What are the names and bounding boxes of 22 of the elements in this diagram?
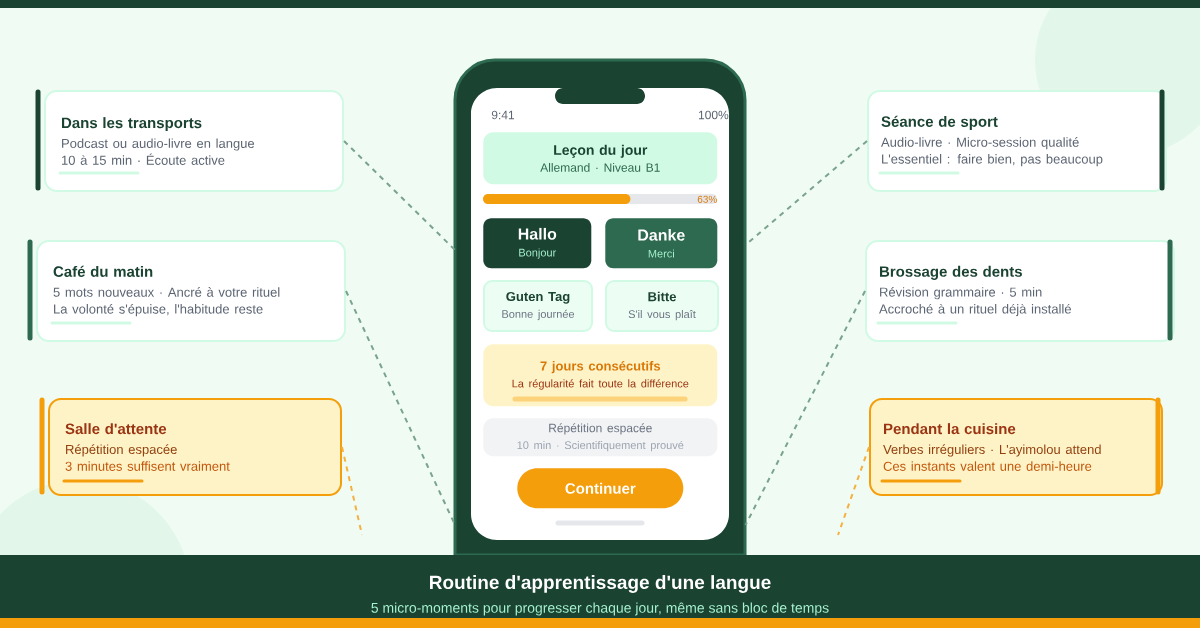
- info-card: Séance de sport Audio-livre · Micro-session qualité L'essentiel : faire bien, pas beaucoup: [867, 89, 1167, 192]
- phrase-card: Hallo Bonjour: [483, 218, 592, 269]
- status-text: 9:41: [491, 110, 515, 120]
- phrase-card: Guten Tag Bonne journée: [483, 280, 593, 332]
- info-card: Café du matin 5 mots nouveaux · Ancré à votre rituel La volonté s'épuise, l'habitude reste: [27, 239, 346, 342]
- connector-line: [744, 290, 866, 526]
- phrase-card: Danke Merci: [605, 218, 718, 269]
- info-card: Répétition espacée 10 min · Scientifiquement prouvé: [483, 418, 718, 457]
- connector-line: [343, 140, 456, 251]
- continue-button: Continuer: [517, 468, 684, 509]
- subtitle: 5 micro-moments pour progresser chaque jour, même sans bloc de temps: [371, 602, 829, 616]
- info-card: Salle d'attente Répétition espacée 3 minutes suffisent vraiment: [39, 397, 342, 496]
- streak-card: 7 jours consécutifs La régularité fait toute la différence: [483, 344, 718, 407]
- lesson-card: Leçon du jour Allemand · Niveau B1: [483, 132, 718, 185]
- info-card: Pendant la cuisine Verbes irréguliers · L'ayimolou attend Ces instants valent une demi-heure: [869, 397, 1163, 496]
- info-card: Brossage des dents Révision grammaire · 5 min Accroché à un rituel déjà installé: [865, 239, 1175, 342]
- info-card: Dans les transports Podcast ou audio-livre en langue 10 à 15 min · Écoute active: [35, 89, 344, 192]
- phrase-card: Bitte S'il vous plaît: [605, 280, 719, 332]
- status-text: 100%: [698, 110, 729, 120]
- progress-bar: 63%: [483, 194, 717, 204]
- title: Routine d'apprentissage d'une langue: [430, 575, 771, 593]
- connector-line: [837, 446, 870, 536]
